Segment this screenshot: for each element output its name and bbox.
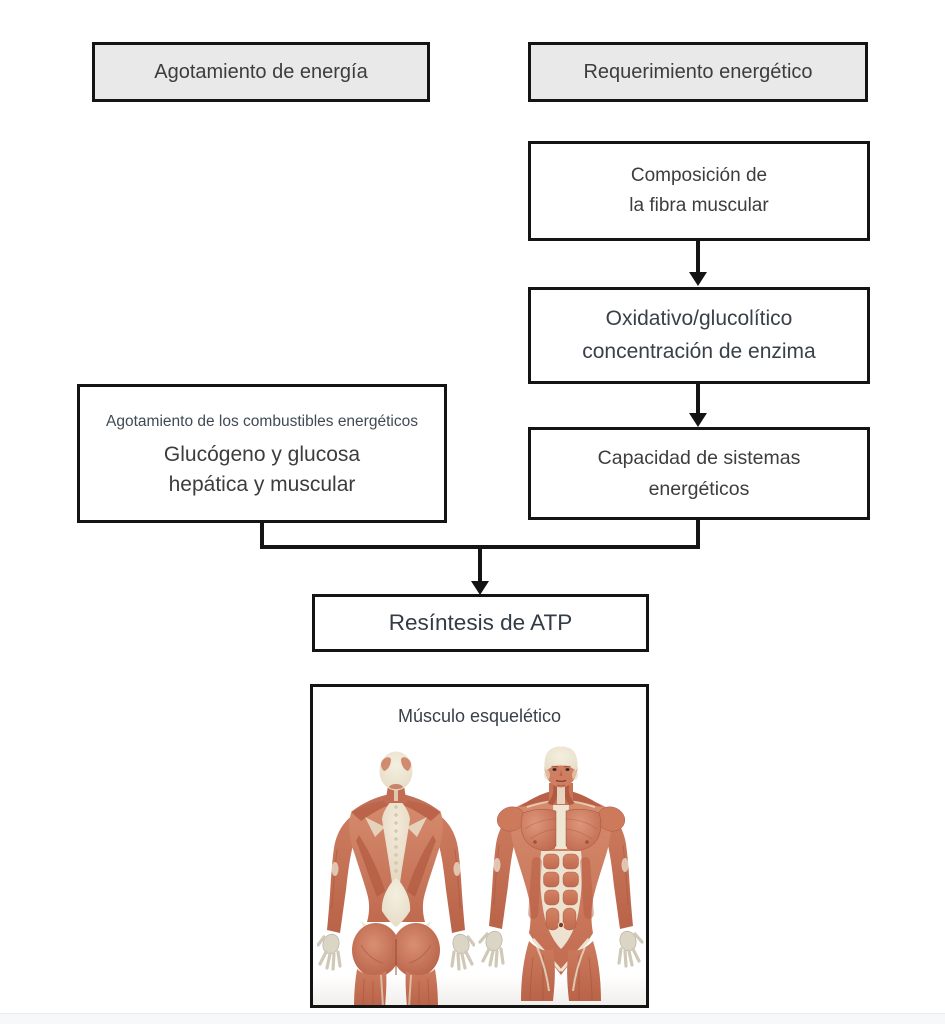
arrow-down-icon — [471, 549, 489, 595]
arrow-down-icon — [689, 384, 707, 427]
arrow-stem — [696, 241, 700, 272]
box-skeletal-muscle: Músculo esquelético — [310, 684, 649, 1008]
connector-line-right — [696, 518, 700, 547]
systems-capacity-label: Capacidad de sistemas energéticos — [597, 447, 801, 500]
energy-depletion-label: Agotamiento de energía — [154, 60, 368, 83]
anatomy-figures — [313, 739, 646, 1005]
box-atp-resynthesis: Resíntesis de ATP — [312, 594, 649, 652]
arrow-head — [689, 413, 707, 427]
muscle-anatomy-back-image — [317, 751, 475, 1005]
arrow-head — [471, 581, 489, 595]
atp-resynthesis-label: Resíntesis de ATP — [388, 610, 573, 635]
enzyme-concentration-label: Oxidativo/glucolítico concentración de e… — [582, 306, 816, 363]
arrow-head — [689, 272, 707, 286]
fuel-depletion-label: Glucógeno y glucosa hepática y muscular — [163, 443, 361, 497]
box-energy-depletion: Agotamiento de energía — [92, 42, 430, 102]
box-systems-capacity: Capacidad de sistemas energéticos — [528, 427, 870, 520]
footer-strip — [0, 1013, 945, 1024]
arrow-stem — [696, 384, 700, 413]
muscle-anatomy-front-image — [478, 746, 644, 1002]
box-enzyme-concentration: Oxidativo/glucolítico concentración de e… — [528, 287, 870, 384]
fiber-composition-label: Composición de la fibra muscular — [629, 164, 769, 216]
arrow-stem — [478, 549, 482, 581]
energy-requirement-label: Requerimiento energético — [583, 60, 813, 83]
connector-line-left — [260, 521, 264, 547]
box-fiber-composition: Composición de la fibra muscular — [528, 141, 870, 241]
connector-line-horizontal — [260, 545, 700, 549]
box-energy-requirement: Requerimiento energético — [528, 42, 868, 102]
arrow-down-icon — [689, 241, 707, 286]
skeletal-muscle-label: Músculo esquelético — [397, 706, 562, 726]
box-fuel-depletion: Agotamiento de los combustibles energéti… — [77, 384, 447, 523]
fuel-depletion-subtitle: Agotamiento de los combustibles energéti… — [106, 413, 418, 430]
